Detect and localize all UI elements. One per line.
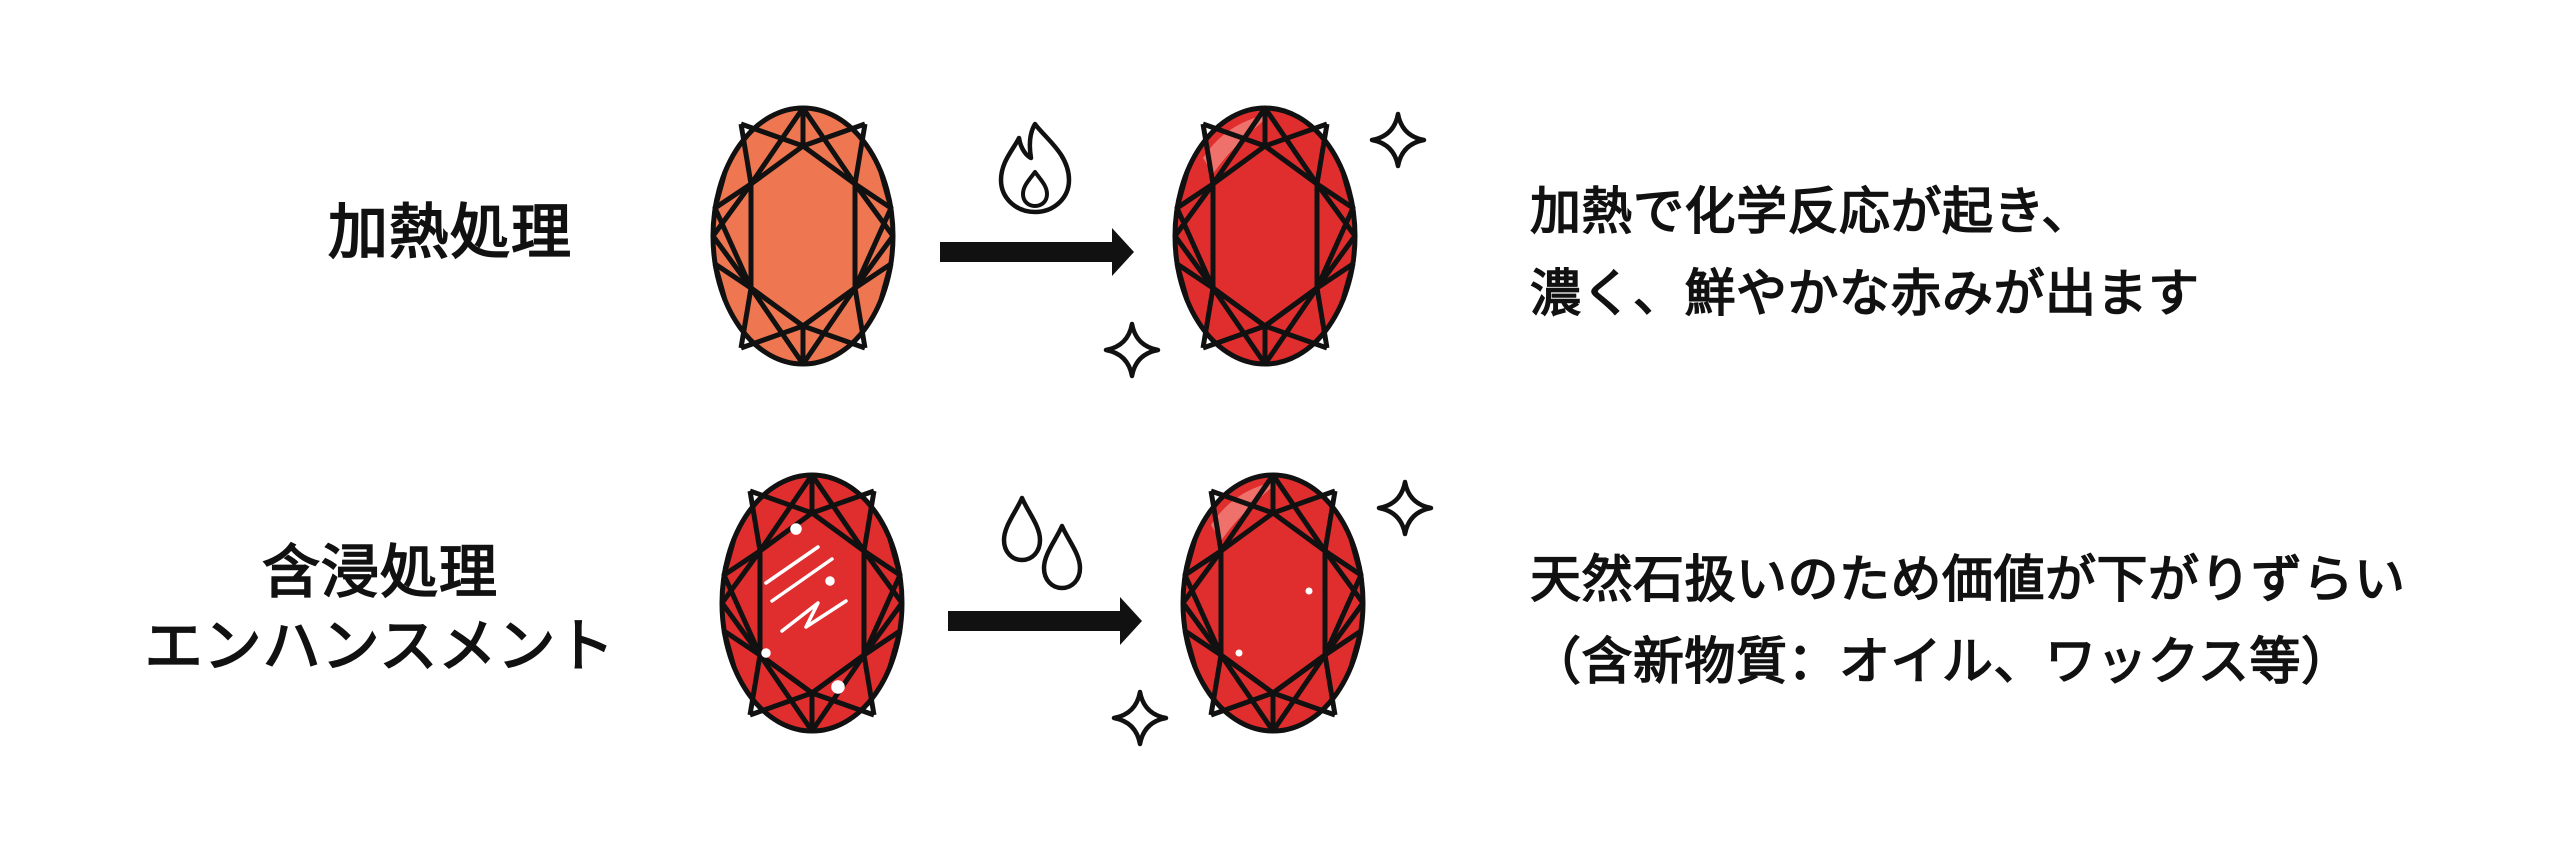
label-line: 含浸処理 <box>261 538 498 606</box>
gem-icon <box>713 108 893 364</box>
description-heat-treatment: 加熱で化学反応が起き、 濃く、鮮やかな赤みが出ます <box>1530 172 2200 336</box>
sparkle-icon <box>1379 482 1431 534</box>
crack-icon <box>761 523 848 694</box>
gem-icon <box>722 475 902 731</box>
description-line: （含新物質：オイル、ワックス等） <box>1530 633 2353 692</box>
sparkle-icon <box>1372 114 1424 166</box>
description-line: 濃く、鮮やかな赤みが出ます <box>1530 265 2200 324</box>
arrow-icon <box>948 597 1142 645</box>
sparkle-icon <box>1114 692 1166 744</box>
oil-drops-icon <box>1004 498 1080 588</box>
label-line: 加熱処理 <box>328 198 572 268</box>
label-heat-treatment: 加熱処理 <box>250 195 650 272</box>
gem-icon <box>1175 108 1355 364</box>
description-line: 加熱で化学反応が起き、 <box>1530 183 2093 242</box>
sparkle-icon <box>1106 324 1158 376</box>
label-oil-treatment: 含浸処理 エンハンスメント <box>110 535 650 683</box>
gem-icon <box>1183 475 1363 731</box>
description-line: 天然石扱いのため価値が下がりずらい <box>1530 551 2406 610</box>
label-line: エンハンスメント <box>144 612 616 681</box>
description-oil-treatment: 天然石扱いのため価値が下がりずらい （含新物質：オイル、ワックス等） <box>1530 540 2406 704</box>
flame-icon <box>998 121 1072 215</box>
arrow-icon <box>940 228 1134 276</box>
